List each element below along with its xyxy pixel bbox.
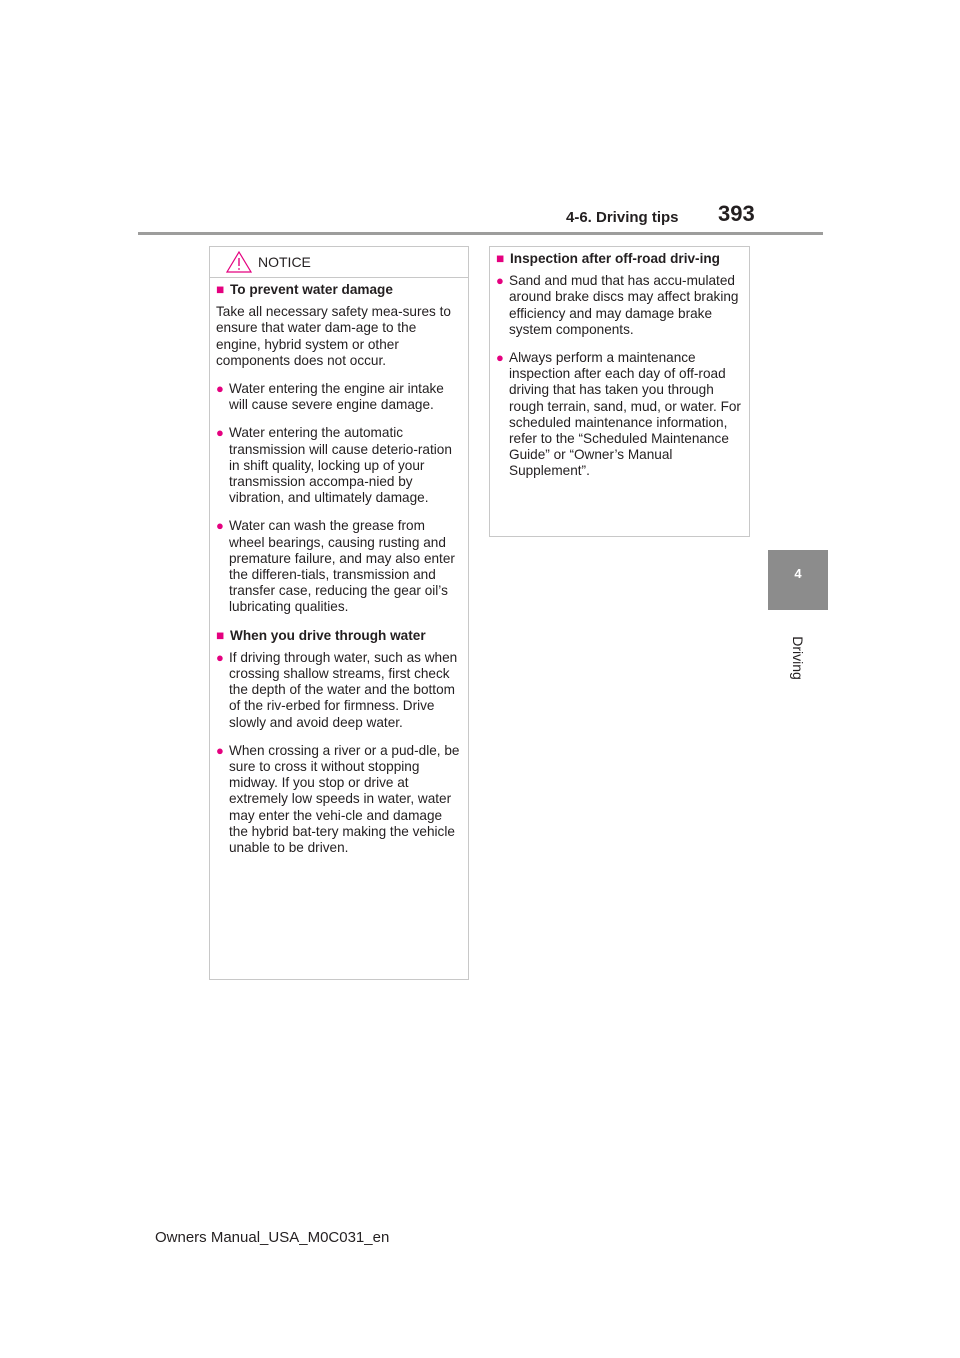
list-item: ●Water entering the automatic transmissi…	[216, 425, 452, 506]
square-marker: ■	[496, 251, 505, 266]
notice-intro: Take all necessary safety mea-sures to e…	[216, 304, 451, 368]
inspection-box: ■Inspection after off-road driv-ing ●San…	[489, 246, 750, 537]
header-rule	[138, 232, 823, 235]
bullet-marker: ●	[216, 381, 224, 397]
notice-header: NOTICE	[210, 247, 468, 278]
chapter-label: Driving	[790, 636, 806, 680]
heading-drive-through-water: ■When you drive through water	[216, 627, 426, 643]
bullet-marker: ●	[216, 649, 224, 665]
bullet-marker: ●	[216, 425, 224, 441]
warning-triangle-icon	[226, 251, 252, 273]
page-number: 393	[718, 201, 755, 226]
bullet-marker: ●	[496, 350, 504, 366]
list-item: ●If driving through water, such as when …	[216, 649, 458, 730]
square-marker: ■	[216, 282, 225, 297]
bullet-marker: ●	[496, 273, 504, 289]
chapter-tab: 4	[768, 550, 828, 610]
notice-label: NOTICE	[258, 254, 311, 270]
notice-box: NOTICE ■To prevent water damage Take all…	[209, 246, 469, 980]
list-item: ●Always perform a maintenance inspection…	[496, 350, 741, 479]
list-item: ●Water can wash the grease from wheel be…	[216, 518, 455, 615]
heading-water-damage: ■To prevent water damage	[216, 282, 393, 297]
heading-inspection: ■Inspection after off-road driv-ing	[496, 251, 720, 266]
list-item: ●Sand and mud that has accu-mulated arou…	[496, 273, 739, 337]
section-title: 4-6. Driving tips	[566, 209, 679, 226]
notice-body: ■To prevent water damage Take all necess…	[210, 278, 468, 856]
chapter-number: 4	[794, 566, 802, 581]
list-item: ●Water entering the engine air intake wi…	[216, 381, 444, 413]
footer-text: Owners Manual_USA_M0C031_en	[155, 1229, 390, 1246]
inspection-body: ■Inspection after off-road driv-ing ●San…	[490, 247, 749, 480]
square-marker: ■	[216, 627, 225, 643]
bullet-marker: ●	[216, 518, 224, 534]
bullet-marker: ●	[216, 742, 224, 758]
list-item: ●When crossing a river or a pud-dle, be …	[216, 742, 460, 856]
